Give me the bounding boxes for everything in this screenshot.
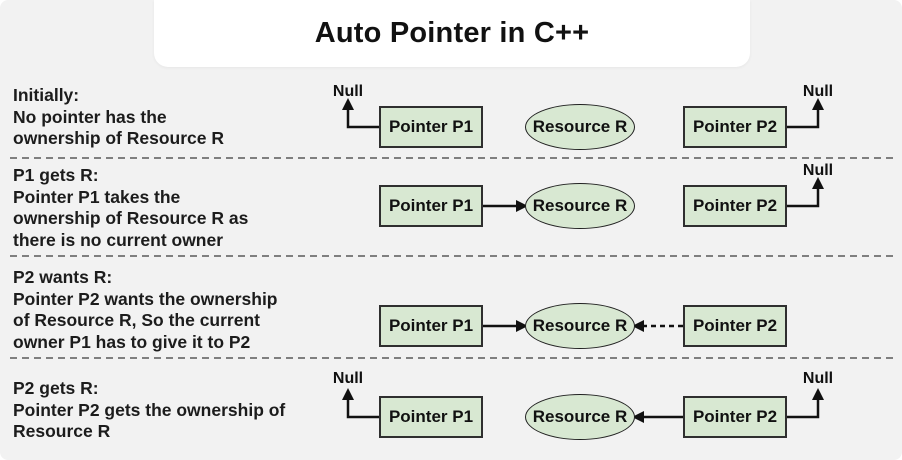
row4-pointer-p2-node: Pointer P2 <box>683 396 787 438</box>
row1-null-label-left: Null <box>332 83 364 100</box>
page-title: Auto Pointer in C++ <box>314 17 590 49</box>
row2-p2-to-null-arrow <box>787 177 824 208</box>
row1-resource-r-node: Resource R <box>525 104 635 150</box>
row2-pointer-p2-node: Pointer P2 <box>683 185 787 227</box>
row2-null-label-right: Null <box>802 162 834 179</box>
row2-resource-r-node: Resource R <box>525 183 635 229</box>
row4-null-label-left: Null <box>332 370 364 387</box>
step-3-description: P2 wants R: Pointer P2 wants the ownersh… <box>13 267 278 352</box>
step-4-description: P2 gets R: Pointer P2 gets the ownership… <box>13 378 286 441</box>
row4-p2-to-null-arrow <box>787 388 824 419</box>
step-1-description: Initially: No pointer has the ownership … <box>13 85 225 148</box>
row3-pointer-p2-node: Pointer P2 <box>683 305 787 347</box>
row4-pointer-p1-node: Pointer P1 <box>379 396 483 438</box>
step-2-description: P1 gets R: Pointer P1 takes the ownershi… <box>13 165 249 250</box>
row1-pointer-p1-node: Pointer P1 <box>379 106 483 148</box>
row4-null-label-right: Null <box>802 370 834 387</box>
row1-p2-to-null-arrow <box>787 98 824 129</box>
row3-resource-r-node: Resource R <box>525 303 635 349</box>
row2-pointer-p1-node: Pointer P1 <box>379 185 483 227</box>
title-card: Auto Pointer in C++ <box>154 0 750 67</box>
row4-resource-r-node: Resource R <box>525 394 635 440</box>
row1-null-label-right: Null <box>802 83 834 100</box>
row3-pointer-p1-node: Pointer P1 <box>379 305 483 347</box>
row1-pointer-p2-node: Pointer P2 <box>683 106 787 148</box>
